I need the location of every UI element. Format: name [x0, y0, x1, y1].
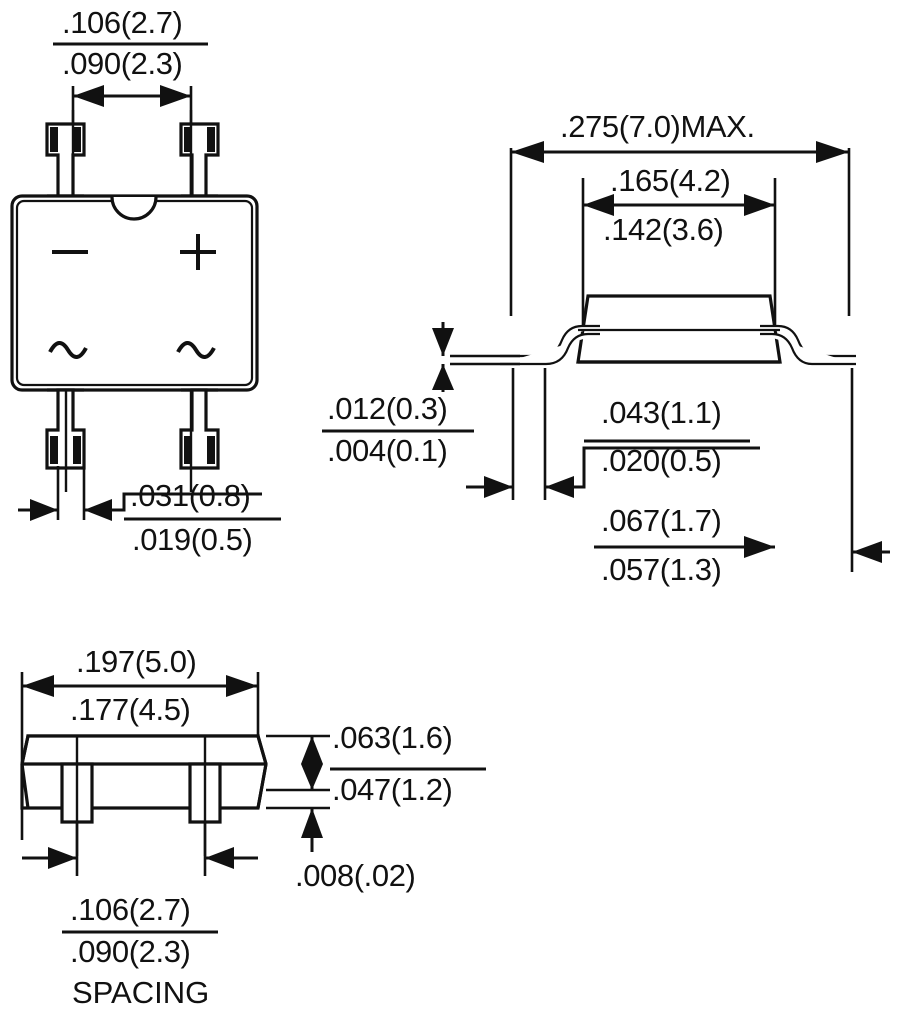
top-lead-lower-left-tip-shade2 — [73, 436, 81, 464]
end-spacing-upper: .106(2.7) — [70, 892, 190, 927]
side-foot-outer-upper: .067(1.7) — [601, 503, 721, 538]
side-body-width-arrow-right — [744, 194, 775, 216]
end-view: .197(5.0) .177(4.5) — [20, 644, 486, 1010]
side-foot-inner-upper: .043(1.1) — [601, 395, 721, 430]
top-spacing-arrow-left — [73, 85, 104, 107]
end-standoff-arrow — [301, 808, 323, 838]
top-leadwidth-arrow-left — [30, 499, 58, 521]
end-overall-length-text: .197(5.0) — [76, 644, 196, 679]
end-chamfer-left-lower — [20, 763, 30, 809]
ac-marking-left — [48, 341, 88, 359]
side-lead-left-lower-edge — [500, 332, 600, 366]
end-chamfer-right-upper — [256, 735, 268, 765]
side-body-width-lower: .142(3.6) — [603, 212, 723, 247]
top-lead-lower-left-tip-shade — [50, 436, 58, 464]
top-lead-upper-left-tip-shade — [50, 127, 58, 152]
side-lead-right-lower-edge — [760, 332, 856, 366]
top-leadwidth-arrow-right — [84, 499, 112, 521]
end-chamfer-right-lower — [256, 763, 268, 809]
end-spacing-label: SPACING — [72, 975, 209, 1010]
end-chamfer-left-upper — [20, 735, 30, 765]
end-body-height-lower: .047(1.2) — [332, 772, 452, 807]
side-foot-arrow-right — [545, 476, 574, 498]
top-lead-width-upper: .031(0.8) — [130, 478, 250, 513]
side-foot-outer-arrow — [744, 536, 775, 558]
top-view-body — [10, 194, 259, 392]
side-lead-thickness-lower: .004(0.1) — [327, 433, 447, 468]
end-body-length-text: .177(4.5) — [70, 692, 190, 727]
top-lead-width-lower: .019(0.5) — [132, 522, 252, 557]
end-overall-arrow-left — [22, 675, 54, 697]
end-leadwidth-arrow-right — [205, 847, 234, 869]
side-body-width-arrow-left — [583, 194, 614, 216]
end-standoff-text: .008(.02) — [295, 858, 415, 893]
top-spacing-arrow-right — [160, 85, 191, 107]
end-leadwidth-arrow-left — [48, 847, 77, 869]
side-body-width-upper: .165(4.2) — [610, 163, 730, 198]
top-lead-lower-right-tip-shade — [184, 436, 192, 464]
end-view-package — [20, 734, 268, 856]
side-right-arrow — [852, 541, 882, 563]
ac-marking-right — [176, 341, 216, 359]
end-body-height-upper: .063(1.6) — [332, 720, 452, 755]
top-lead-spacing-lower: .090(2.3) — [62, 46, 182, 81]
end-height-arrow-bottom — [301, 764, 323, 790]
top-lead-spacing-upper: .106(2.7) — [62, 5, 182, 40]
side-overall-arrow-right — [816, 141, 849, 163]
end-body-front-face — [20, 734, 268, 810]
side-package-profile — [500, 294, 856, 366]
side-view: .275(7.0)MAX. .165(4.2) .142(3.6) — [322, 109, 890, 587]
top-lead-upper-right-tip-shade2 — [207, 127, 215, 152]
top-lead-upper-right-tip-shade — [184, 127, 192, 152]
side-overall-width-text: .275(7.0)MAX. — [560, 109, 755, 144]
side-foot-outer-lower: .057(1.3) — [601, 552, 721, 587]
end-height-arrow-top — [301, 736, 323, 764]
top-leadwidth-leader — [112, 492, 262, 512]
top-view: .106(2.7) .090(2.3) — [10, 5, 281, 557]
side-thick-arrow-bottom — [432, 364, 454, 390]
side-lead-thickness-upper: .012(0.3) — [327, 391, 447, 426]
top-body-notch — [110, 196, 158, 221]
side-overall-arrow-left — [511, 141, 544, 163]
plus-marking — [180, 234, 216, 270]
top-lead-lower-right-tip-shade2 — [207, 436, 215, 464]
end-overall-arrow-right — [226, 675, 258, 697]
end-spacing-lower: .090(2.3) — [70, 934, 190, 969]
side-foot-arrow-left — [484, 476, 513, 498]
side-foot-inner-lower: .020(0.5) — [601, 443, 721, 478]
top-lead-upper-left-tip-shade2 — [73, 127, 81, 152]
side-thick-arrow-top — [432, 328, 454, 356]
